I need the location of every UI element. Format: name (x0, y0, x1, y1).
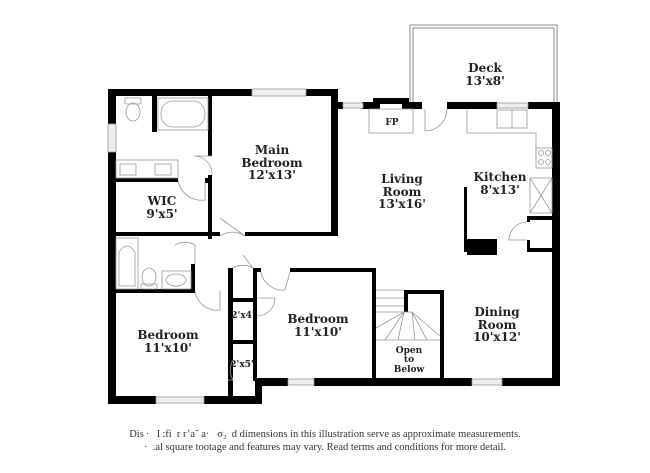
room-label-wic: WIC 9'x5' (146, 194, 178, 221)
fireplace-label: FP (385, 118, 399, 128)
room-label-bedroom-2: Bedroom 11'x10' (137, 328, 199, 355)
disclaimer-line-2: · .al square tootage and features may va… (143, 442, 507, 453)
disclaimer: Dis · I :fi r r’a˜ a· σ₂ d dimensions in… (0, 428, 650, 454)
disclaimer-line-1: Dis · I :fi r r’a˜ a· σ₂ d dimensions in… (129, 429, 521, 440)
room-label-bedroom-3: Bedroom 11'x10' (287, 312, 349, 339)
room-label-living-room: Living Room 13'x16' (378, 172, 426, 212)
closet-label-2x5: 2'x5' (230, 360, 254, 370)
deck-outline (409, 24, 558, 105)
door-swings (174, 108, 528, 381)
room-label-open-to-below: Open to Below (393, 346, 425, 375)
room-label-dining-room: Dining Room 10'x12' (473, 305, 521, 345)
room-label-kitchen: Kitchen 8'x13' (473, 170, 527, 197)
fixtures (115, 97, 553, 341)
closet-label-2x4: 2'x4' (231, 311, 255, 321)
room-label-deck: Deck 13'x8' (465, 61, 505, 88)
walls (108, 89, 560, 404)
windows (107, 88, 529, 404)
room-label-main-bedroom: Main Bedroom 12'x13' (241, 143, 303, 183)
